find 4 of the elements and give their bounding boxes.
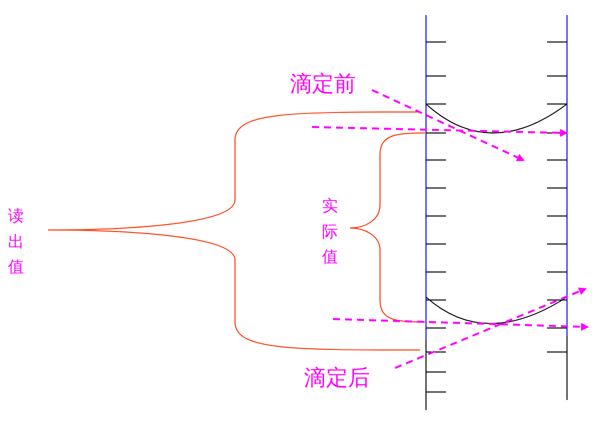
reading-label: 读出值 xyxy=(8,205,25,278)
reading-label: 实际值 xyxy=(322,195,339,268)
reading-label: 滴定后 xyxy=(304,366,370,392)
reading-label: 滴定前 xyxy=(290,72,356,98)
